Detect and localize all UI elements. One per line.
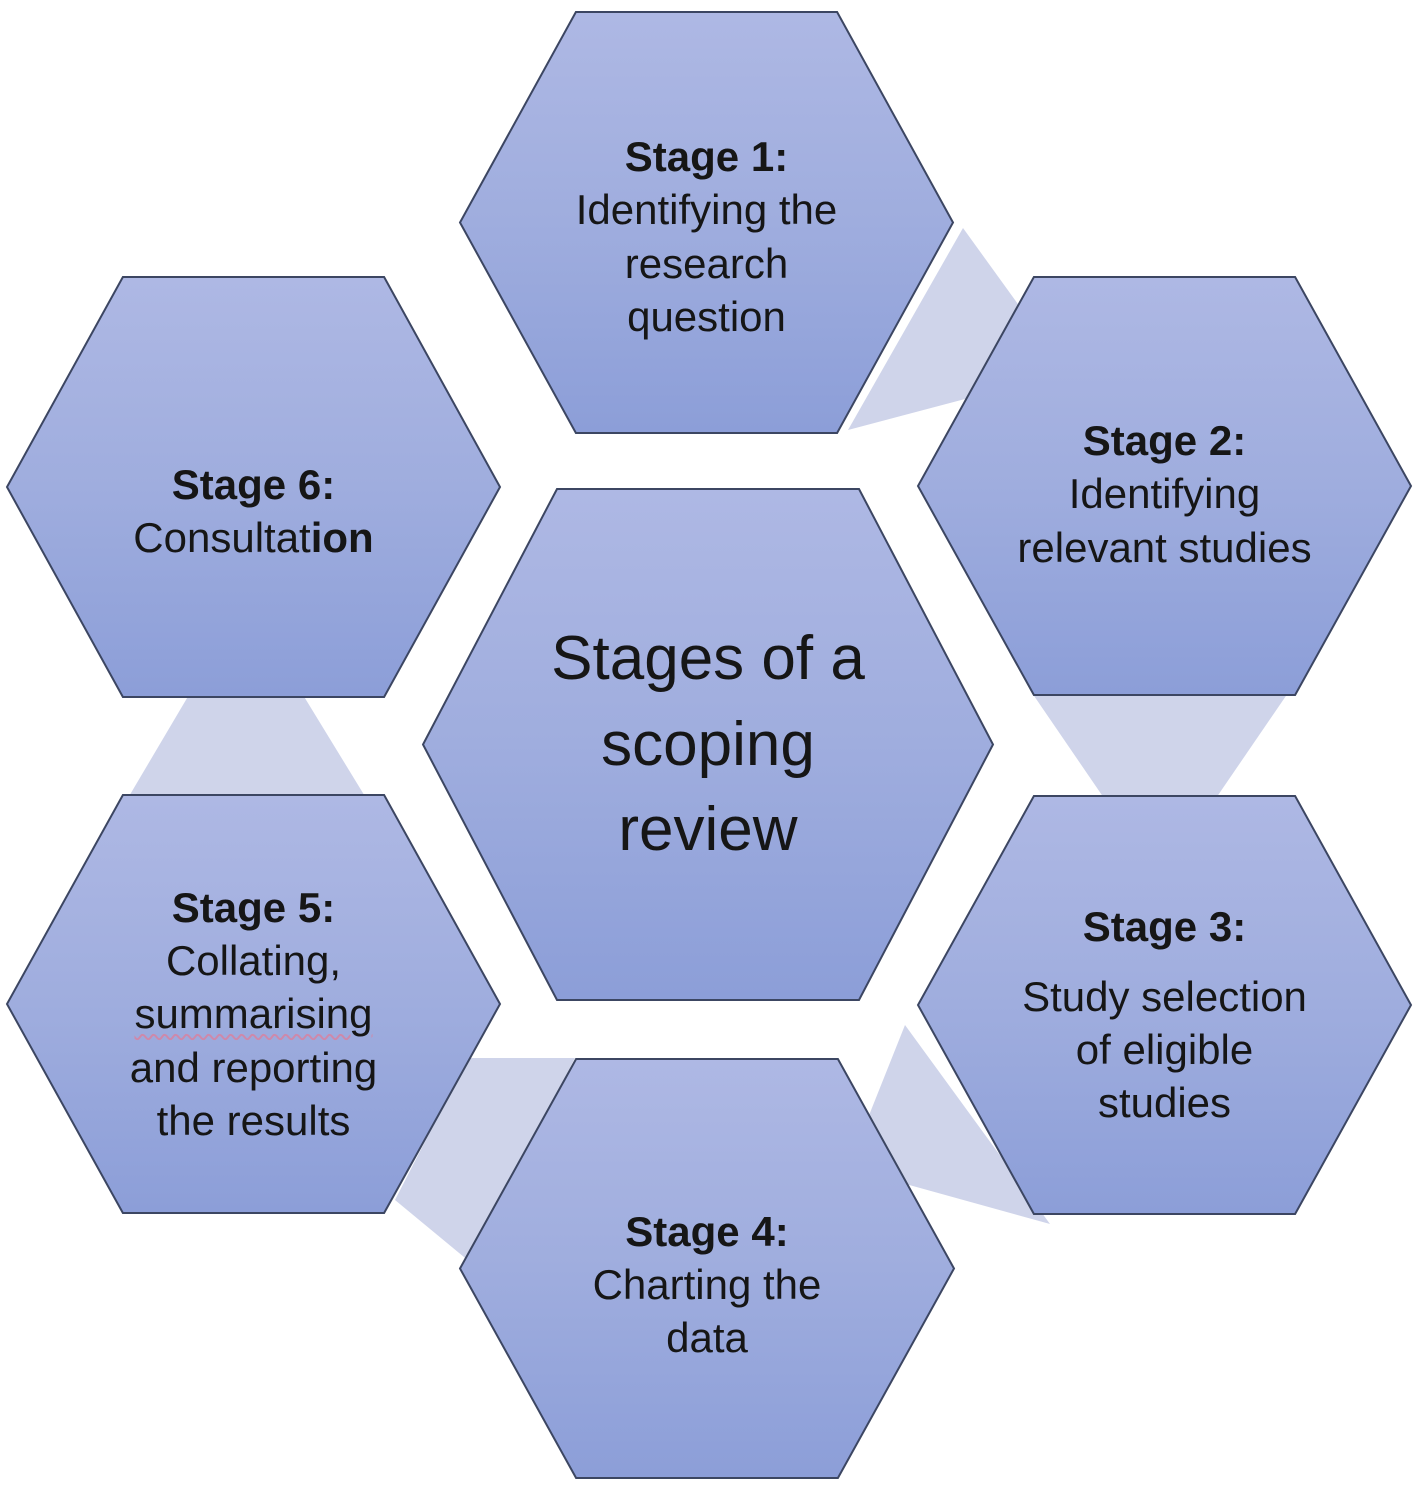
hexagon-stage-4 [458, 1058, 956, 1479]
hexagon-stage-3 [916, 795, 1413, 1215]
hexagon-stage-1 [458, 11, 955, 434]
connector-stage5-stage6 [128, 600, 366, 798]
hexagon-stage-6 [5, 276, 502, 698]
connector-stage4-stage5 [395, 1058, 575, 1262]
connector-stage2-stage3 [1030, 690, 1290, 880]
hexagon-stage-5 [5, 794, 502, 1214]
hexagon-stage-2 [916, 276, 1413, 696]
hexagon-center [421, 488, 995, 1001]
